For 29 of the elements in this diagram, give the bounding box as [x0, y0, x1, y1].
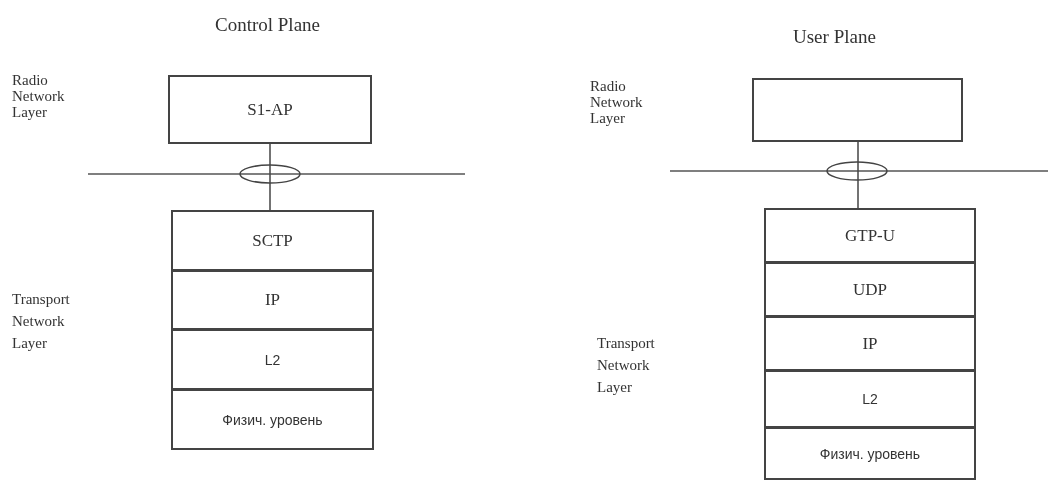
- layer-name: Radio Network Layer: [12, 72, 66, 120]
- layer-label: UDP: [853, 279, 887, 300]
- layer-label: S1-AP: [247, 99, 293, 120]
- layer-box: [171, 389, 374, 450]
- empty-box: [752, 78, 963, 142]
- layer-name: Transport Network Layer: [12, 290, 71, 353]
- layer-box: [171, 329, 374, 390]
- layer-name: Radio Network Layer: [590, 78, 644, 126]
- layer-box: [764, 316, 976, 371]
- panel-title: Control Plane: [215, 14, 321, 36]
- layer-label: L2: [862, 391, 878, 407]
- layer-box: [764, 370, 976, 428]
- layer-box: [764, 427, 976, 480]
- layer-label: Физич. уровень: [222, 411, 323, 428]
- layer-box: [171, 210, 374, 271]
- connector-line: [269, 143, 271, 211]
- panel-title: User Plane: [793, 26, 876, 48]
- layer-label: Физич. уровень: [819, 445, 921, 462]
- layer-label: IP: [862, 333, 878, 354]
- layer-box: [764, 262, 976, 317]
- layer-box: [171, 270, 374, 330]
- layer-box: [168, 75, 372, 144]
- connector-line: [857, 141, 859, 209]
- layer-name: Transport Network Layer: [597, 334, 656, 397]
- layer-label: GTP-U: [844, 225, 896, 246]
- layer-box: [764, 208, 976, 263]
- layer-label: L2: [264, 351, 281, 368]
- layer-label: IP: [264, 290, 281, 310]
- layer-label: SCTP: [252, 230, 293, 251]
